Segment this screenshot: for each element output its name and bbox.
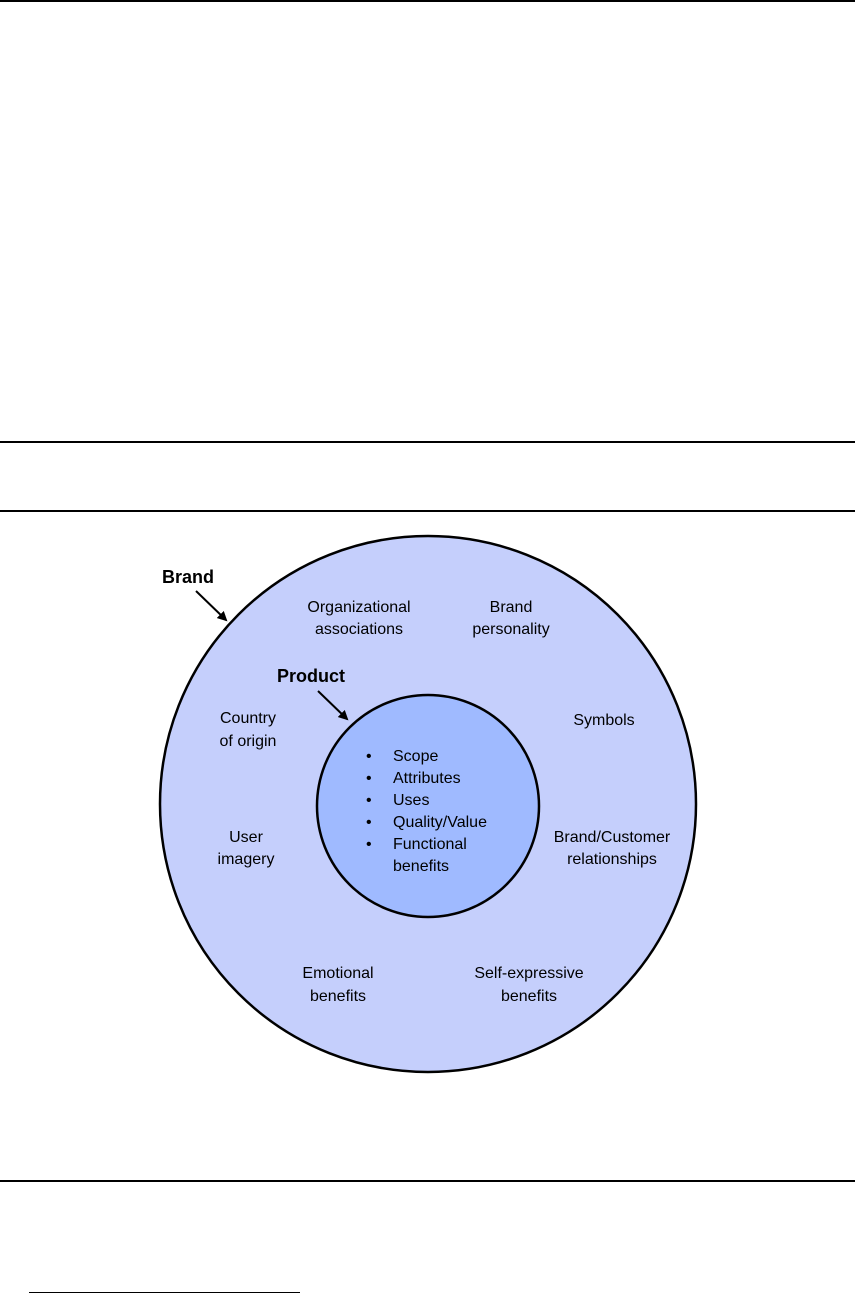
bullet-attributes: •	[366, 770, 372, 787]
brand-association-personality: Brand personality	[472, 599, 549, 638]
product-item-attributes: Attributes	[393, 770, 461, 787]
product-item-scope: Scope	[393, 748, 438, 765]
brand-association-relationships: Brand/Customer relationships	[554, 829, 671, 868]
relationships-line-1: Brand/Customer	[554, 829, 671, 846]
brand-association-country: Country of origin	[220, 710, 277, 750]
bullet-functional: •	[366, 836, 372, 853]
personality-line-1: Brand	[490, 599, 533, 616]
top-rule	[0, 0, 855, 2]
country-line-2: of origin	[220, 733, 277, 750]
product-item-functional: Functional	[393, 836, 467, 853]
self-expressive-line-2: benefits	[501, 988, 557, 1005]
brand-association-organizational: Organizational associations	[307, 599, 410, 638]
user-imagery-line-1: User	[229, 829, 263, 846]
brand-label: Brand	[162, 567, 214, 587]
brand-association-symbols: Symbols	[573, 712, 634, 729]
brand-arrow	[195, 590, 228, 622]
product-item-uses: Uses	[393, 792, 429, 809]
section-rule-upper	[0, 441, 855, 443]
country-line-1: Country	[220, 710, 276, 727]
bullet-uses: •	[366, 792, 372, 809]
product-arrow	[317, 690, 349, 721]
product-attribute-list: • Scope • Attributes • Uses • Quality/Va…	[366, 748, 487, 875]
brand-association-self-expressive: Self-expressive benefits	[474, 965, 583, 1005]
product-item-functional-cont: benefits	[393, 858, 449, 875]
emotional-line-2: benefits	[310, 988, 366, 1005]
personality-line-2: personality	[472, 621, 549, 638]
bullet-scope: •	[366, 748, 372, 765]
emotional-line-1: Emotional	[302, 965, 373, 982]
relationships-line-2: relationships	[567, 851, 657, 868]
section-rule-lower	[0, 510, 855, 512]
self-expressive-line-1: Self-expressive	[474, 965, 583, 982]
product-circle	[315, 693, 541, 919]
brand-association-emotional: Emotional benefits	[302, 965, 373, 1005]
brand-association-user-imagery: User imagery	[218, 829, 275, 868]
product-item-quality: Quality/Value	[393, 814, 487, 831]
organizational-line-1: Organizational	[307, 599, 410, 616]
bullet-quality: •	[366, 814, 372, 831]
organizational-line-2: associations	[315, 621, 403, 638]
bottom-rule	[0, 1180, 855, 1182]
product-label: Product	[277, 666, 345, 686]
footnote-rule	[29, 1292, 300, 1293]
symbols-line-1: Symbols	[573, 712, 634, 729]
user-imagery-line-2: imagery	[218, 851, 275, 868]
